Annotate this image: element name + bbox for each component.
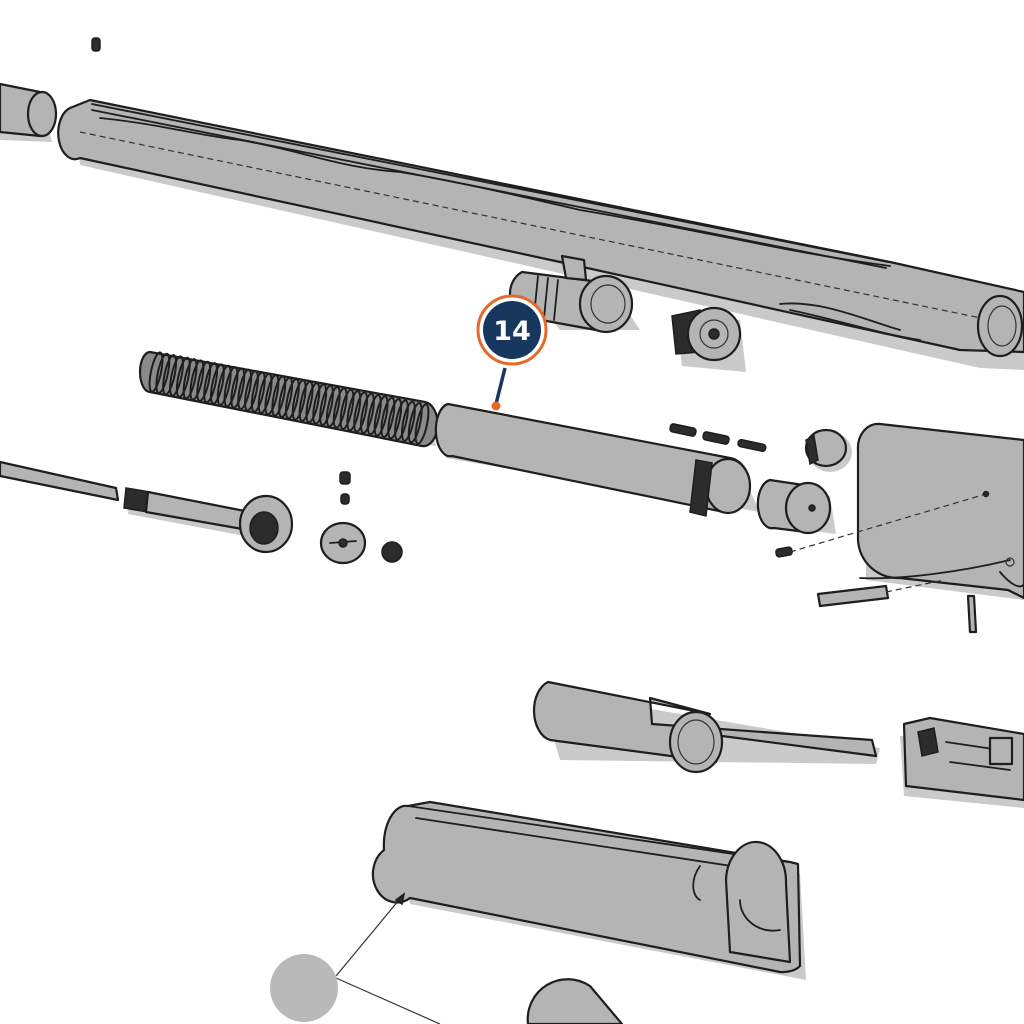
- spring-coil: [359, 392, 375, 434]
- cross-pin: [816, 579, 978, 634]
- breech-bolt: [900, 716, 1024, 808]
- spring-coil: [237, 368, 253, 410]
- spring-coil: [148, 351, 164, 393]
- spring-coil: [230, 367, 246, 409]
- recoil-spring: [138, 350, 439, 448]
- barrel: [57, 98, 1024, 370]
- fore-end: [371, 800, 806, 980]
- magazine-tube: [434, 402, 760, 517]
- small-pin-top: [91, 37, 101, 52]
- spring-coil: [339, 388, 355, 430]
- small-parts-center: [319, 471, 403, 565]
- callout-placeholder-circle: [270, 954, 338, 1022]
- callout-leader-line: [494, 367, 507, 405]
- magazine-plug: [756, 478, 836, 535]
- spring-coil: [332, 387, 348, 429]
- spring-coil: [366, 394, 382, 436]
- spring-coil: [278, 376, 294, 418]
- magazine-nut: [804, 428, 852, 472]
- spring-coil: [209, 363, 225, 405]
- spring-coil: [271, 375, 287, 417]
- barrel-extension-stub: [0, 82, 58, 142]
- spring-coil: [305, 382, 321, 424]
- callout-number: 14: [493, 316, 531, 347]
- spring-coil: [291, 379, 307, 421]
- spring-coil: [244, 370, 259, 412]
- spring-coil: [319, 384, 334, 426]
- spring-coil: [182, 358, 198, 400]
- spring-coil: [284, 378, 300, 420]
- spring-coil: [298, 380, 314, 422]
- spring-coil: [264, 374, 280, 416]
- spring-coil: [325, 386, 341, 428]
- spring-coil: [312, 383, 328, 425]
- callout-anchor-dot: [491, 401, 501, 411]
- spring-coil: [257, 372, 273, 414]
- spring-coil: [400, 400, 416, 442]
- small-pins: [669, 423, 793, 558]
- callout-badge: [483, 301, 541, 359]
- spring-coil: [250, 371, 266, 413]
- callout-14[interactable]: 14: [476, 294, 548, 411]
- cleaning-rod: [0, 460, 120, 502]
- action-bar: [532, 680, 880, 774]
- spring-coil: [387, 398, 403, 440]
- spring-coil: [162, 354, 178, 396]
- spring-coil: [394, 399, 409, 441]
- spring-coil: [196, 360, 212, 402]
- spring-coil: [203, 362, 219, 404]
- barrel-ring: [508, 254, 640, 334]
- spring-coil: [223, 366, 239, 408]
- spring-coil: [155, 352, 171, 394]
- spring-coil: [414, 403, 430, 445]
- spring-coil: [353, 391, 369, 433]
- spring-coil: [175, 356, 191, 398]
- piston-rod: [123, 487, 294, 554]
- spring-coil: [346, 390, 362, 432]
- spring-coil: [216, 364, 232, 406]
- butt-stock: [526, 978, 624, 1024]
- spring-coil: [189, 359, 205, 401]
- spring-coil: [407, 402, 423, 444]
- spring-coil: [380, 396, 396, 438]
- receiver-stock: [789, 422, 1024, 600]
- spring-coil: [169, 355, 184, 397]
- magazine-cap: [671, 306, 746, 372]
- leader-lines: [335, 892, 441, 1024]
- spring-coil: [373, 395, 389, 437]
